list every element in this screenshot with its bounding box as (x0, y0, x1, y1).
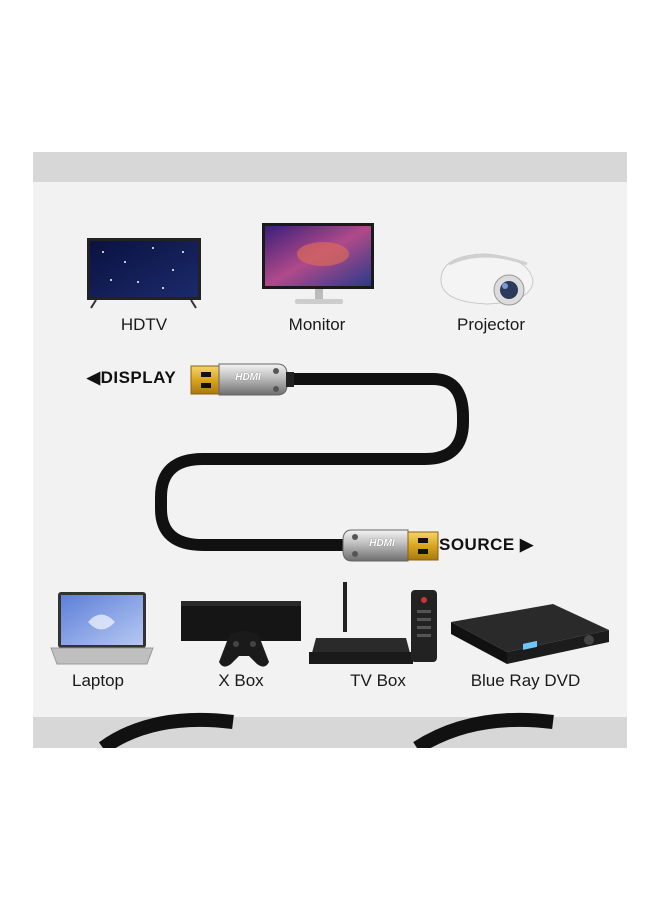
laptop-icon (50, 592, 154, 665)
illustration (50, 223, 609, 748)
cable-loop-decoration (98, 712, 554, 748)
source-tag: SOURCE ▶ (439, 535, 534, 555)
blu-ray-dvd-label: Blue Ray DVD (470, 671, 581, 690)
left-arrow-icon: ◀ (87, 368, 101, 387)
tv-box-icon (309, 582, 437, 664)
right-arrow-icon: ▶ (519, 535, 534, 554)
source-label: SOURCE (439, 535, 515, 554)
source-housing-brand: HDMI (369, 538, 395, 549)
xbox-icon (181, 601, 301, 667)
blu-ray-player-icon (451, 604, 609, 664)
tv-box-label: TV Box (350, 671, 406, 690)
source-connector (342, 529, 439, 562)
monitor-label: Monitor (288, 315, 346, 334)
monitor-icon (262, 223, 374, 304)
display-housing-brand: HDMI (235, 372, 261, 383)
xbox-label: X Box (218, 671, 264, 690)
display-label: DISPLAY (100, 368, 177, 387)
projector-label: Projector (456, 315, 526, 334)
projector-icon (440, 253, 534, 306)
display-tag: ◀DISPLAY (87, 368, 176, 388)
laptop-label: Laptop (72, 671, 124, 690)
hdtv-label: HDTV (120, 315, 168, 334)
display-connector (190, 363, 294, 396)
hdmi-cable (155, 373, 469, 551)
top-band (33, 152, 627, 182)
hdtv-icon (87, 238, 201, 309)
infographic-panel: HDTV Monitor Projector ◀DISPLAY SOURCE ▶… (33, 152, 627, 748)
